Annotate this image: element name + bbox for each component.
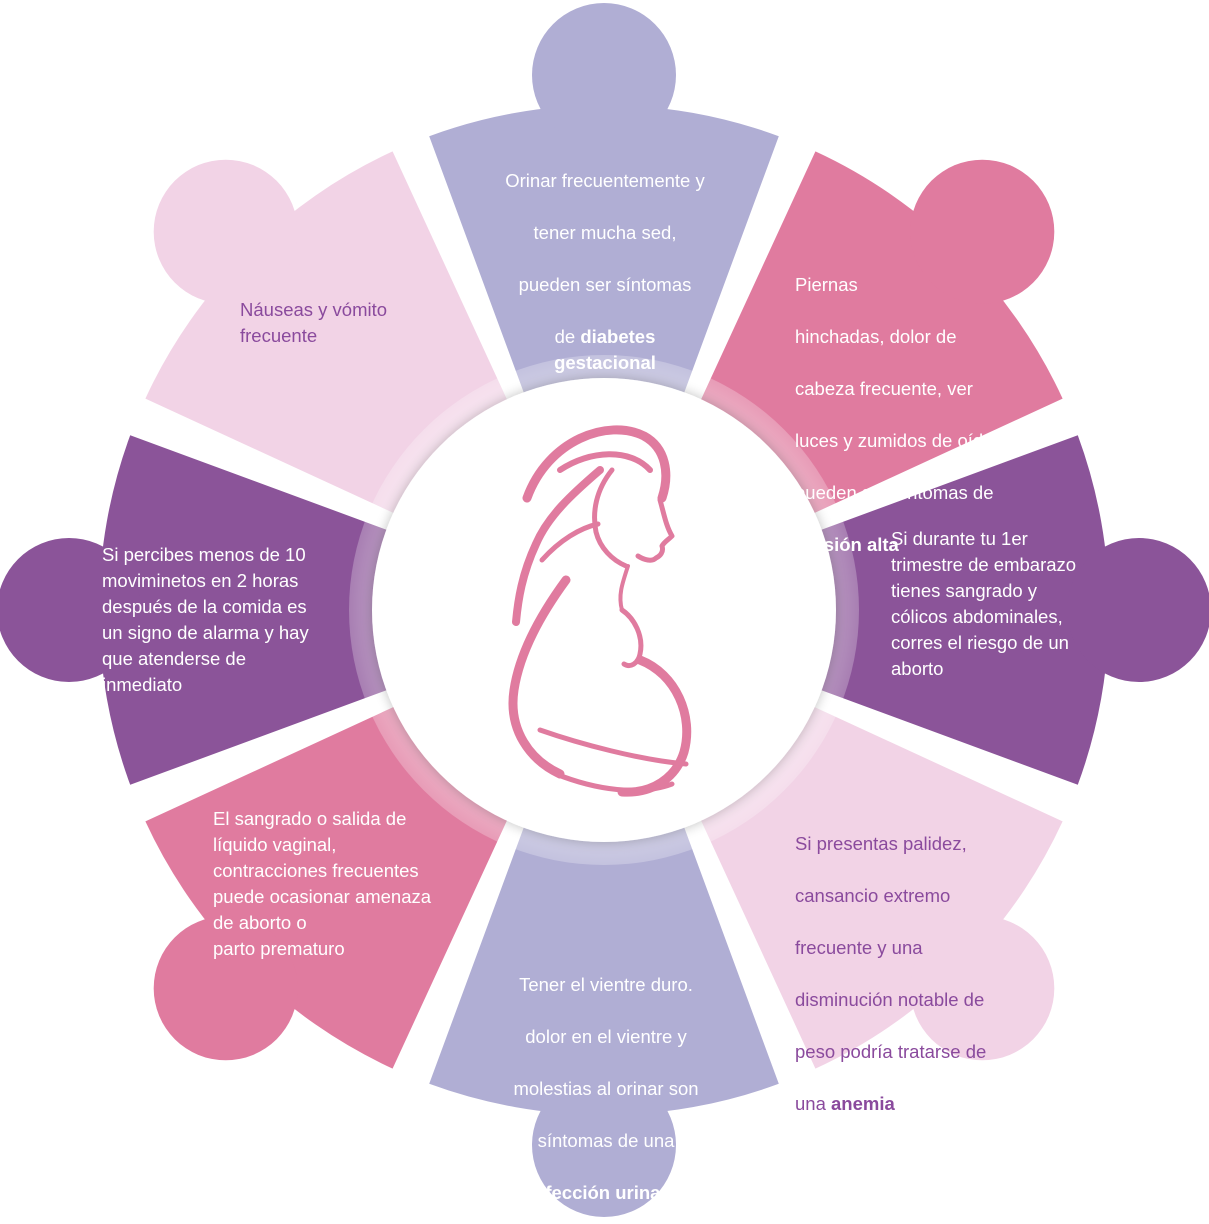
segment-divider	[23, 364, 432, 544]
segment-text-bottom-left: El sangrado o salida de líquido vaginal,…	[213, 808, 432, 959]
segment-tab-bottom	[532, 1073, 676, 1217]
segment-tab-bottom-left	[153, 916, 298, 1061]
segment-tab-top-right	[910, 159, 1055, 304]
center-ring	[349, 355, 859, 865]
segment-tab-bottom-right	[910, 916, 1055, 1061]
segment-text-left: Si percibes menos de 10 moviminetos en 2…	[102, 544, 309, 695]
highlight-infeccion-urinaria: infección urinaria	[528, 1182, 684, 1203]
segment-text-top-left: Náuseas y vómito frecuente	[240, 299, 388, 346]
segment-tab-right	[1067, 538, 1209, 682]
center-circle	[372, 378, 836, 842]
segment-tab-top-left	[153, 159, 298, 304]
segment-text-bottom-right: Si presentas palidez, cansancio extremo …	[795, 833, 987, 1114]
segment-tab-left	[0, 538, 141, 682]
segment-divider	[670, 29, 850, 438]
segment-text-bottom: Tener el vientre duro. dolor en el vient…	[513, 974, 699, 1203]
segment-text-top-right: Piernas hinchadas, dolor de cabeza frecu…	[795, 274, 1008, 555]
pregnant-woman-icon	[508, 425, 692, 797]
highlight-diabetes-gestacional: diabetes gestacional	[554, 326, 656, 373]
segment-right	[791, 435, 1109, 785]
highlight-anemia: anemia	[831, 1093, 895, 1114]
segment-divider	[776, 676, 1185, 856]
segment-divider	[670, 782, 850, 1191]
segment-bottom	[429, 797, 779, 1115]
segment-divider	[358, 782, 538, 1191]
segment-divider	[23, 676, 432, 856]
segment-divider	[776, 364, 1185, 544]
segment-text-right: Si durante tu 1er trimestre de embarazo …	[891, 528, 1077, 679]
segment-tab-top	[532, 3, 676, 147]
highlight-presion-alta: presión alta	[795, 534, 899, 555]
segment-text-top: Orinar frecuentemente y tener mucha sed,…	[505, 170, 705, 373]
segment-divider	[358, 29, 538, 438]
segment-top	[429, 104, 779, 423]
segment-left	[99, 435, 417, 785]
